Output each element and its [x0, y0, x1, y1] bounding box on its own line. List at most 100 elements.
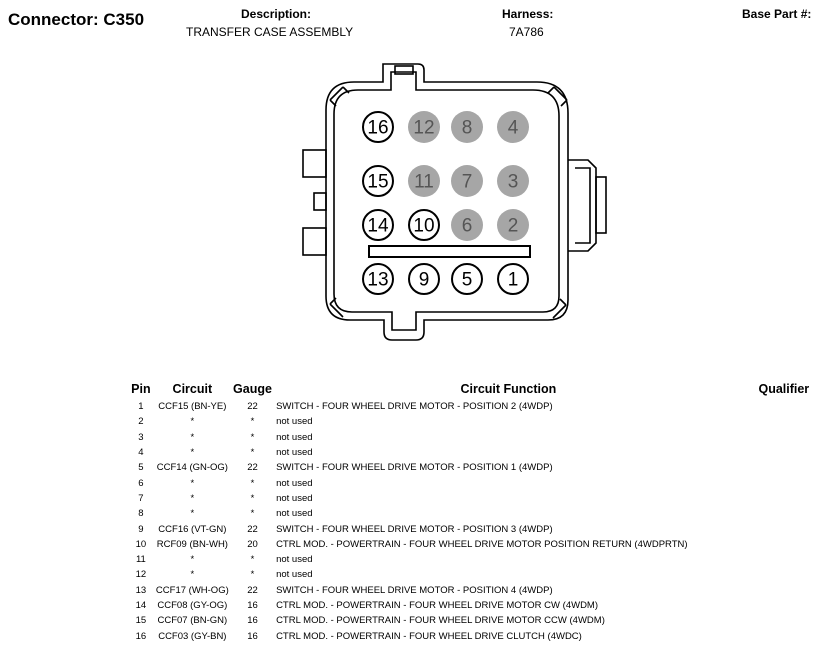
- pin-circle: [408, 165, 440, 197]
- row-pin: 6: [138, 477, 144, 489]
- row-pin: 15: [135, 615, 147, 627]
- pin-11: 11: [408, 165, 440, 197]
- pin-5: 5: [451, 263, 483, 295]
- pin-12: 12: [408, 111, 440, 143]
- row-gauge: *: [250, 477, 255, 489]
- row-qualifier: [741, 537, 827, 552]
- row-pin: 7: [138, 492, 144, 504]
- header-qualifier: Qualifier: [758, 382, 810, 396]
- row-pin: 12: [135, 569, 147, 581]
- table-row: 7**not used: [128, 491, 827, 506]
- base-part-label: Base Part #:: [742, 7, 812, 21]
- table-row: 8**not used: [128, 506, 827, 521]
- pin-13: 13: [362, 263, 394, 295]
- row-circuit: CCF17 (WH-OG): [155, 584, 229, 596]
- row-circuit-function: not used: [276, 492, 313, 504]
- row-qualifier: [741, 613, 827, 628]
- pin-4: 4: [497, 111, 529, 143]
- row-pin: 2: [138, 416, 144, 428]
- row-circuit: *: [190, 554, 195, 566]
- table-header-row: Pin Circuit Gauge Circuit Function Quali…: [128, 382, 827, 399]
- table-row: 6**not used: [128, 475, 827, 490]
- row-circuit-function: not used: [276, 569, 313, 581]
- pin-6: 6: [451, 209, 483, 241]
- pin-circle: [362, 111, 394, 143]
- pin-circle: [497, 209, 529, 241]
- row-circuit-function: SWITCH - FOUR WHEEL DRIVE MOTOR - POSITI…: [276, 462, 553, 474]
- row-gauge: 16: [247, 615, 258, 627]
- pin-number: 10: [413, 216, 434, 237]
- row-pin: 16: [135, 630, 147, 642]
- row-qualifier: [741, 399, 827, 414]
- harness-label: Harness:: [502, 7, 554, 21]
- row-gauge: *: [250, 431, 255, 443]
- pin-number: 7: [462, 172, 473, 193]
- pin-number: 2: [508, 216, 519, 237]
- pin-16: 16: [362, 111, 394, 143]
- row-gauge: 22: [247, 584, 258, 596]
- row-qualifier: [741, 521, 827, 536]
- header-circuit: Circuit: [172, 382, 213, 396]
- pin-1: 1: [497, 263, 529, 295]
- row-gauge: 20: [247, 538, 258, 550]
- row-circuit-function: CTRL MOD. - POWERTRAIN - FOUR WHEEL DRIV…: [276, 600, 599, 611]
- row-gauge: *: [250, 492, 255, 504]
- row-gauge: *: [250, 569, 255, 581]
- pin-circle: [451, 111, 483, 143]
- row-qualifier: [741, 506, 827, 521]
- connector-housing: [302, 63, 607, 341]
- row-qualifier: [741, 567, 827, 582]
- row-pin: 14: [135, 600, 147, 611]
- pin-circle: [362, 209, 394, 241]
- pin-number: 9: [419, 270, 430, 291]
- pin-number: 14: [367, 216, 389, 237]
- pin-number: 15: [367, 172, 388, 193]
- pin-circle: [451, 165, 483, 197]
- row-gauge: 16: [247, 630, 258, 642]
- row-gauge: 22: [247, 401, 258, 413]
- row-pin: 13: [135, 584, 147, 596]
- pin-number: 12: [413, 118, 434, 139]
- row-qualifier: [741, 552, 827, 567]
- row-circuit: *: [190, 431, 195, 443]
- pin-number: 1: [508, 270, 519, 291]
- row-circuit-function: not used: [276, 477, 313, 489]
- pin-circle: [362, 263, 394, 295]
- connector-title: Connector: C350: [8, 10, 145, 29]
- pin-number: 4: [508, 118, 519, 139]
- harness-value: 7A786: [509, 25, 544, 39]
- description-value: TRANSFER CASE ASSEMBLY: [186, 25, 354, 39]
- header-circuit-function: Circuit Function: [460, 382, 557, 396]
- pin-number: 3: [508, 172, 519, 193]
- row-circuit-function: not used: [276, 431, 313, 443]
- pin-2: 2: [497, 209, 529, 241]
- row-pin: 9: [138, 523, 144, 535]
- row-qualifier: [741, 445, 827, 460]
- row-circuit: CCF07 (BN-GN): [157, 615, 228, 627]
- row-circuit-function: SWITCH - FOUR WHEEL DRIVE MOTOR - POSITI…: [276, 584, 553, 596]
- pin-number: 6: [462, 216, 473, 237]
- pin-8: 8: [451, 111, 483, 143]
- pin-number: 8: [462, 118, 473, 139]
- row-gauge: *: [250, 508, 255, 520]
- row-circuit: CCF03 (GY-BN): [158, 630, 227, 642]
- row-circuit: CCF15 (BN-YE): [158, 401, 227, 413]
- table-row: 13 CCF17 (WH-OG) 22 SWITCH - FOUR WHEEL DRI…: [128, 583, 827, 598]
- table-row: 11**not used: [128, 552, 827, 567]
- pin-circle: [408, 263, 440, 295]
- pin-7: 7: [451, 165, 483, 197]
- pin-circle: [497, 111, 529, 143]
- row-pin: 11: [135, 554, 146, 566]
- row-circuit-function: not used: [276, 447, 313, 459]
- row-gauge: *: [250, 416, 255, 428]
- pin-number: 5: [462, 270, 473, 291]
- row-pin: 1: [138, 401, 144, 413]
- row-circuit-function: not used: [276, 416, 313, 428]
- pin-15: 15: [362, 165, 394, 197]
- pin-number: 13: [367, 270, 388, 291]
- connector-diagram: 16 12 8 4 15 11 7 3 14 10 6 2 13 9 5 1: [302, 63, 607, 341]
